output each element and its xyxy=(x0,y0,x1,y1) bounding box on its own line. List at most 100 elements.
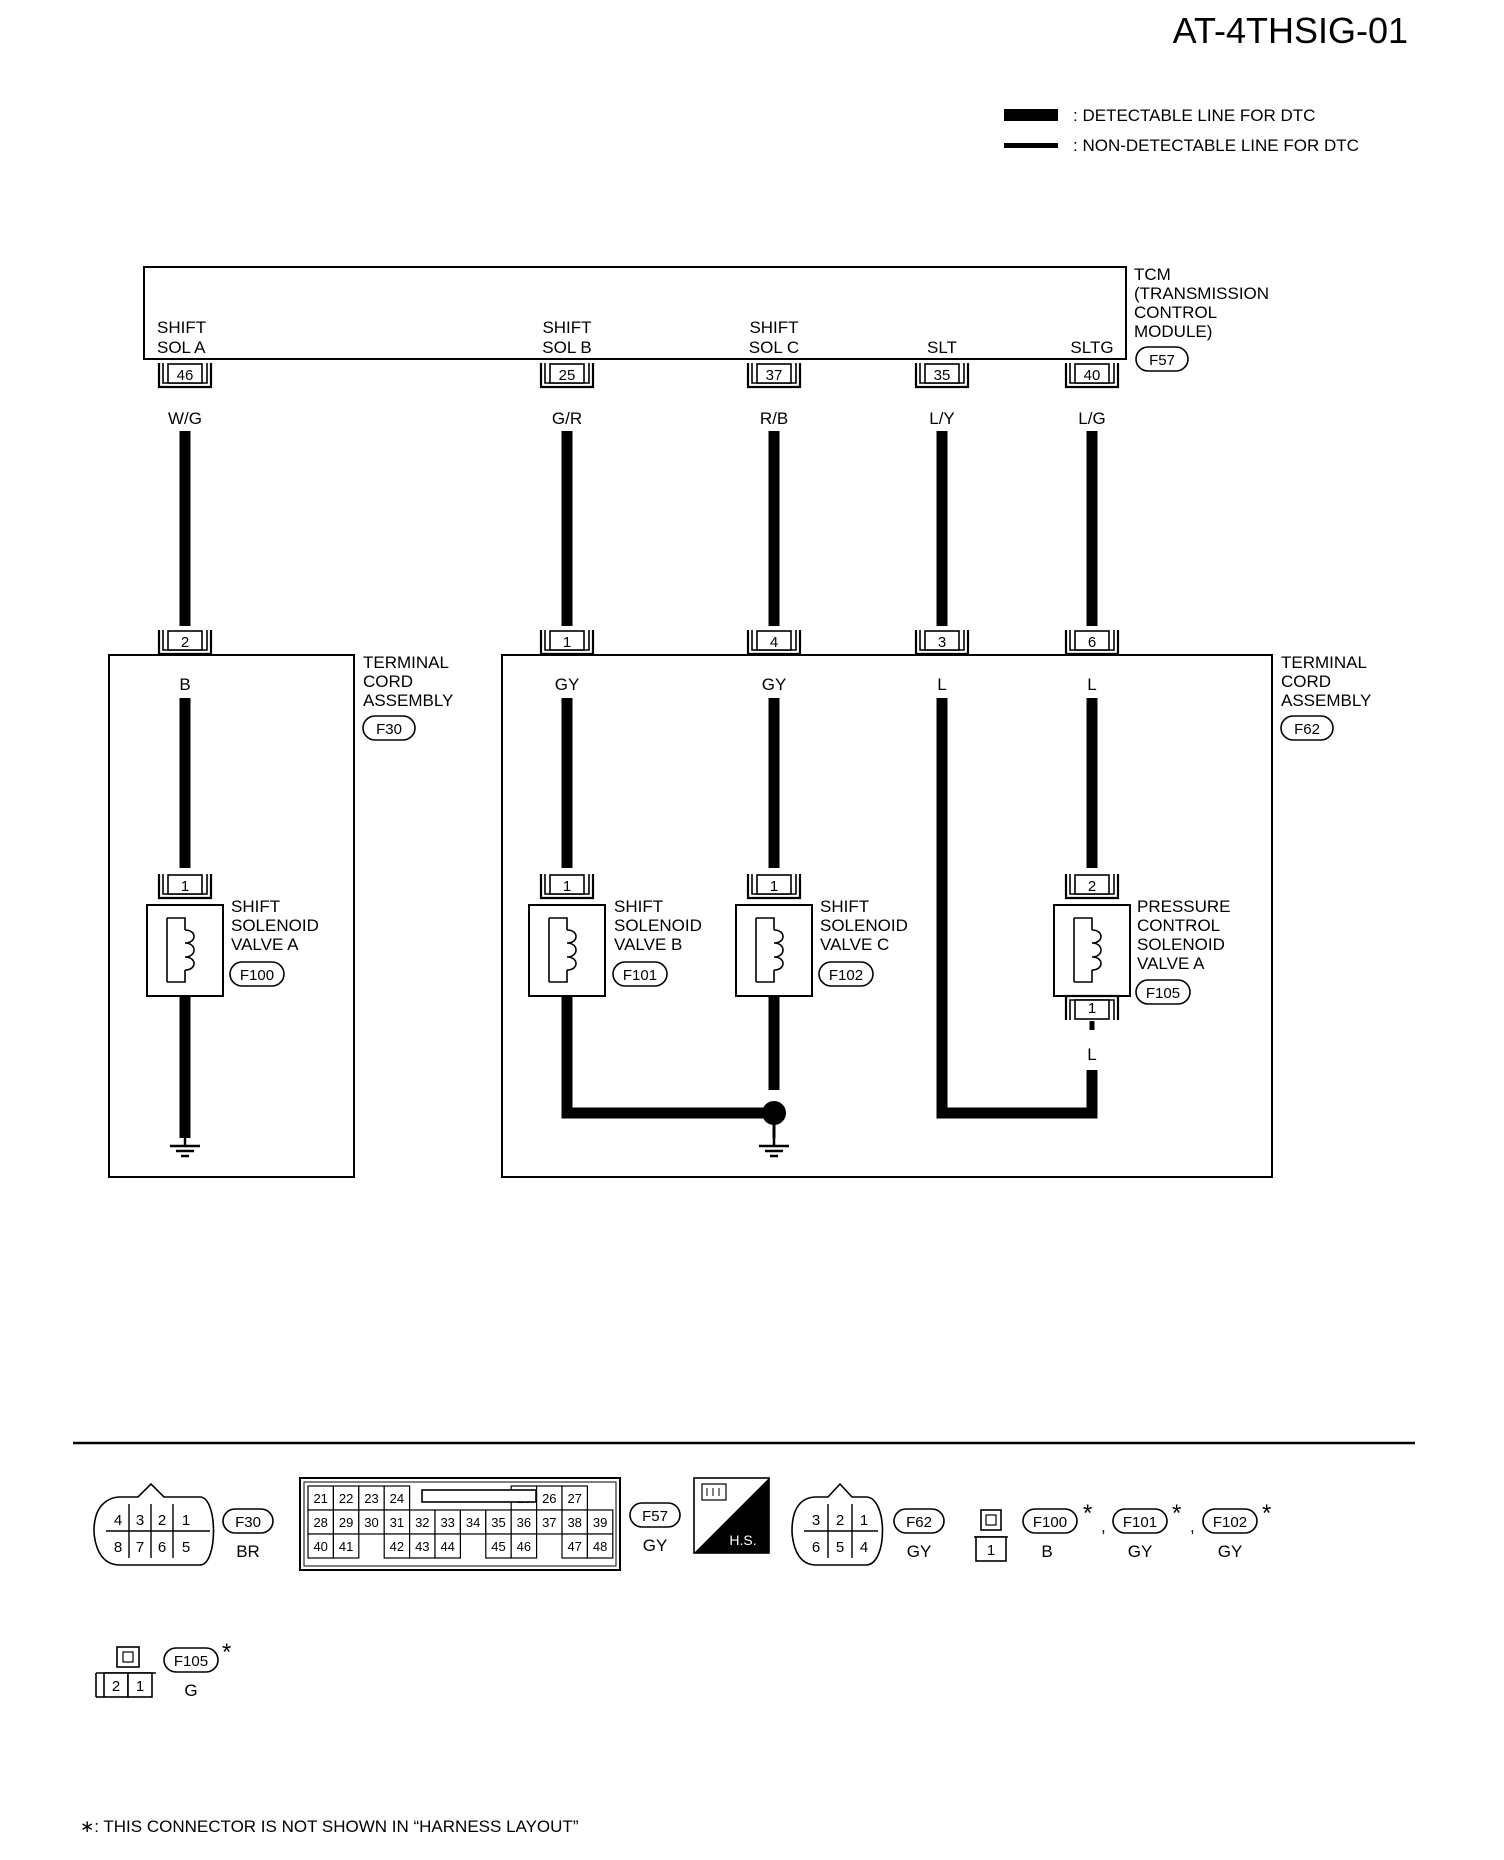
f102-face-id-oval xyxy=(1202,1508,1258,1534)
f62-face-pin-3: 3 xyxy=(812,1512,820,1529)
non-detectable-line-swatch xyxy=(1004,143,1058,148)
tcm-connector-oval xyxy=(1135,346,1189,372)
tcm-terminal-label-a1: SHIFT xyxy=(157,318,206,337)
f57-pin-47: 47 xyxy=(567,1539,581,1554)
f30-face-pin-5: 5 xyxy=(182,1539,190,1556)
f101-face-id-oval xyxy=(1112,1508,1168,1534)
f57-pin-21-cell xyxy=(307,1485,334,1511)
f105-face-color: G xyxy=(184,1681,197,1700)
tcm-pin-37: 37 xyxy=(766,367,783,384)
connector-face-f100-f101-f102: 1 F100 * B , F101 * GY , F102 * GY xyxy=(974,1500,1271,1562)
f62-wire-color-3: L xyxy=(937,675,946,694)
tcm-box xyxy=(143,266,1127,360)
f62-face-pin-2: 2 xyxy=(836,1512,844,1529)
tcm-pin-25: 25 xyxy=(559,367,576,384)
wire-color-ly: L/Y xyxy=(929,409,955,428)
f62-label-1: TERMINAL xyxy=(1281,653,1367,672)
tcm-pin-35: 35 xyxy=(934,367,951,384)
f57-pin-22: 22 xyxy=(339,1491,353,1506)
pcs-label-4: VALVE A xyxy=(1137,954,1205,973)
f62-box xyxy=(501,654,1273,1178)
f62-face-pin-1: 1 xyxy=(860,1512,868,1529)
f101-face-id: F101 xyxy=(1123,1514,1157,1531)
inner-wires xyxy=(179,698,1098,1138)
tcm-connector-id: F57 xyxy=(1149,352,1175,369)
tcm-terminal-label-c2: SOL C xyxy=(749,338,799,357)
sol-b-connector-id: F101 xyxy=(623,967,657,984)
f57-pin-24: 24 xyxy=(390,1491,404,1506)
f62-face-pin-4: 4 xyxy=(860,1539,868,1556)
f30-face-pin-4: 4 xyxy=(114,1512,122,1529)
f57-pin-40-cell xyxy=(307,1533,334,1559)
f105-face-pin-2: 2 xyxy=(112,1678,120,1695)
f62-pin-1: 1 xyxy=(563,634,571,651)
legend: : DETECTABLE LINE FOR DTC : NON-DETECTAB… xyxy=(1004,106,1359,155)
f30-connector-oval xyxy=(362,715,416,741)
f57-pin-45-cell xyxy=(485,1533,512,1559)
sol-b-label-3: VALVE B xyxy=(614,935,682,954)
tcm-terminal-label-c1: SHIFT xyxy=(749,318,798,337)
f100-face-pin: 1 xyxy=(987,1542,995,1559)
tcm-terminal-label-b2: SOL B xyxy=(542,338,591,357)
splice-point xyxy=(762,1101,786,1125)
sol-a-pin: 1 xyxy=(181,878,189,895)
hs-label: H.S. xyxy=(729,1532,756,1548)
f57-pin-26: 26 xyxy=(542,1491,556,1506)
pcs-connector-oval xyxy=(1135,979,1191,1005)
f105-face-pin-1: 1 xyxy=(136,1678,144,1695)
tcm-terminal-label-a2: SOL A xyxy=(157,338,206,357)
f100-star: * xyxy=(1083,1500,1092,1527)
f57-pin-31: 31 xyxy=(390,1515,404,1530)
f57-pin-30: 30 xyxy=(364,1515,378,1530)
f57-pin-23-cell xyxy=(358,1485,385,1511)
f30-face-id-oval xyxy=(222,1508,274,1534)
sol-b-label-1: SHIFT xyxy=(614,897,663,916)
f57-pin-48: 48 xyxy=(593,1539,607,1554)
f101-star: * xyxy=(1172,1500,1181,1527)
f57-pin-41-cell xyxy=(332,1533,360,1559)
f62-connector-oval xyxy=(1280,715,1334,741)
sol-c-label-3: VALVE C xyxy=(820,935,889,954)
f57-pin-41: 41 xyxy=(339,1539,353,1554)
f57-pin-42-cell xyxy=(383,1533,411,1559)
f57-pin-42: 42 xyxy=(390,1539,404,1554)
f100-face-id: F100 xyxy=(1033,1514,1067,1531)
tcm-terminal-label-b1: SHIFT xyxy=(542,318,591,337)
tcm-terminal-label-slt: SLT xyxy=(927,338,957,357)
f57-pin-28: 28 xyxy=(313,1515,327,1530)
f57-pin-48-cell xyxy=(586,1533,614,1559)
f62-face-outline xyxy=(791,1482,884,1566)
legend-detectable: : DETECTABLE LINE FOR DTC xyxy=(1073,106,1315,125)
f30-pin: 2 xyxy=(181,634,189,651)
pcs-wire-color: L xyxy=(1087,1045,1096,1064)
f57-pin-46: 46 xyxy=(517,1539,531,1554)
f105-star: * xyxy=(222,1639,231,1666)
pcs-label-1: PRESSURE xyxy=(1137,897,1231,916)
f57-pin-38: 38 xyxy=(567,1515,581,1530)
f30-face-pin-2: 2 xyxy=(158,1512,166,1529)
f62-pin-3: 3 xyxy=(938,634,946,651)
f57-pin-27: 27 xyxy=(567,1491,581,1506)
f57-face-cells: 2122232425262728293031323334353637383940… xyxy=(307,1485,614,1559)
terminal-cord-assembly-f62: 1 4 3 6 GY GY L L TERMINAL CORD ASSEMBLY… xyxy=(501,628,1371,1178)
shift-solenoid-valve-c: 1 SHIFT SOLENOID VALVE C F102 xyxy=(735,872,908,997)
f57-pin-21: 21 xyxy=(313,1491,327,1506)
pressure-control-solenoid-valve-a: 2 1 L PRESSURE CONTROL SOLENOID VALVE A … xyxy=(1053,872,1231,1064)
sol-b-connector-oval xyxy=(612,961,668,987)
sol-b-label-2: SOLENOID xyxy=(614,916,702,935)
tcm-module: TCM (TRANSMISSION CONTROL MODULE) F57 SH… xyxy=(143,265,1269,372)
pcs-pin-bottom: 1 xyxy=(1088,1000,1096,1017)
hs-connector-icon xyxy=(701,1483,727,1501)
sol-c-connector-id: F102 xyxy=(829,967,863,984)
sol-c-pin: 1 xyxy=(770,878,778,895)
pcs-connector-id: F105 xyxy=(1146,985,1180,1002)
pcs-label-3: SOLENOID xyxy=(1137,935,1225,954)
f57-pin-36: 36 xyxy=(517,1515,531,1530)
tcm-label-3: CONTROL xyxy=(1134,303,1217,322)
f57-pin-43: 43 xyxy=(415,1539,429,1554)
tcm-label-4: MODULE) xyxy=(1134,322,1212,341)
f30-face-outline xyxy=(93,1482,215,1566)
f30-face-pin-6: 6 xyxy=(158,1539,166,1556)
